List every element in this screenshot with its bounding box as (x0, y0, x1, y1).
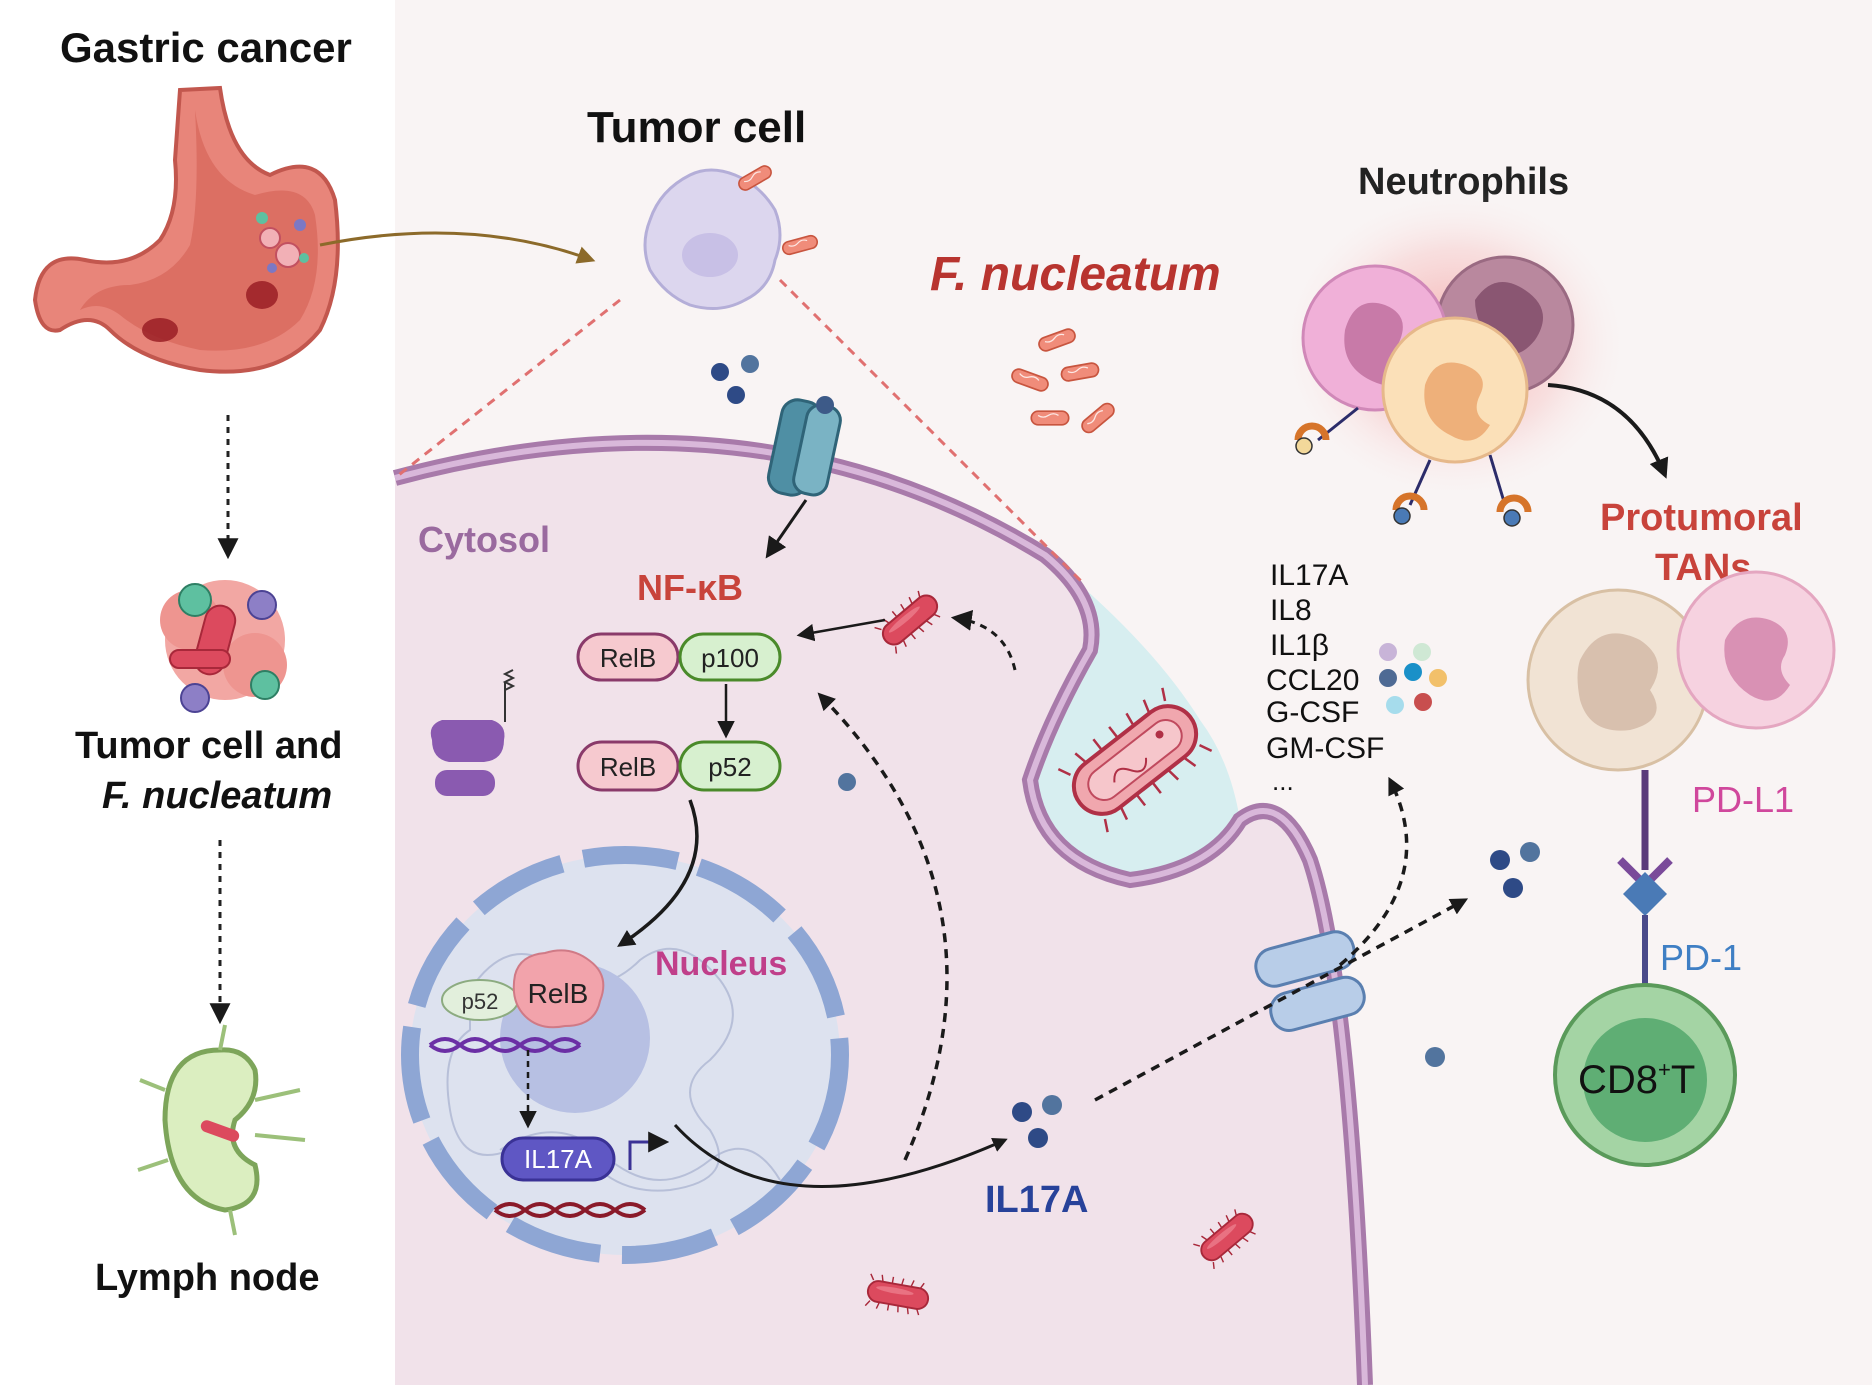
relb-nuclear-shape (512, 949, 605, 1029)
dna-helix-top (428, 1037, 582, 1053)
cytokine-item: GM-CSF (1266, 732, 1384, 765)
cd8-main: CD8 (1578, 1058, 1658, 1102)
fn-bacterium-vesicle (1057, 687, 1213, 833)
title-protumoral: Protumoral (1600, 497, 1803, 539)
cytokine-item: IL17A (1270, 559, 1348, 592)
label-nfkb: NF-κB (637, 567, 743, 608)
cytokine-dots (1379, 643, 1447, 714)
label-tumor-cell-and: Tumor cell and (75, 725, 342, 767)
il17a-dots-top (711, 355, 759, 404)
relb-bottom-label: RelB (600, 752, 656, 782)
protumoral-tans-group (1526, 570, 1836, 772)
ribosome-icon (430, 669, 516, 796)
il17a-gene-box (500, 1136, 616, 1182)
zoom-line-right (778, 278, 1087, 587)
p52-label: p52 (708, 752, 751, 782)
arrow-il17a-secretion (1094, 898, 1469, 1102)
il17a-dots-cytosol (1012, 1095, 1062, 1148)
title-f-nucleatum: F. nucleatum (930, 248, 1221, 301)
dna-helix-bottom (493, 1202, 647, 1218)
il17a-gene-label: IL17A (524, 1144, 593, 1174)
cytokine-list: IL17A IL8 IL1β CCL20 G-CSF GM-CSF ... (1266, 559, 1384, 796)
arrow-gene-to-il17a (673, 1123, 1008, 1188)
arrow-to-cytokines (1338, 776, 1409, 967)
arrow-receptor-to-nfkb (765, 499, 808, 559)
fn-bacterium-6 (1030, 410, 1070, 426)
label-il17a-secreted: IL17A (985, 1179, 1088, 1221)
relb-bottom-box (576, 740, 680, 792)
cd8-t-cell-nucleus (1583, 1018, 1707, 1142)
title-tumor-cell: Tumor cell (587, 103, 806, 152)
cytokine-item: CCL20 (1266, 664, 1359, 697)
transcription-arrow (628, 1131, 670, 1170)
arrow-neutrophils-to-tans (1547, 383, 1669, 479)
label-pd-1: PD-1 (1660, 937, 1742, 978)
p52-nuclear-label: p52 (462, 989, 499, 1014)
nucleus (401, 846, 849, 1264)
label-cytosol: Cytosol (418, 519, 550, 560)
relb-top-label: RelB (600, 643, 656, 673)
neutrophils-group (1294, 255, 1575, 527)
cytosol-dot (838, 773, 856, 791)
label-cd8: CD8+T (1578, 1057, 1695, 1102)
pd-1-receptor (1623, 872, 1667, 916)
label-f-nucleatum-small: F. nucleatum (102, 775, 332, 817)
cytokine-item: ... (1272, 766, 1294, 796)
cytokine-item: IL8 (1270, 594, 1312, 627)
membrane-receptor (766, 396, 842, 497)
lymph-node-illustration (137, 1024, 306, 1236)
cytokine-item: G-CSF (1266, 696, 1359, 729)
label-pd-l1: PD-L1 (1692, 779, 1794, 820)
arrow-stomach-to-tumor (319, 231, 596, 264)
title-gastric-cancer: Gastric cancer (60, 24, 352, 71)
arrow-vesicle-to-bacterium (950, 609, 1017, 671)
stomach-illustration (32, 85, 340, 374)
cell-membrane-inner (394, 439, 1368, 1386)
cd8-tail: T (1671, 1058, 1695, 1102)
p52-box (678, 740, 782, 792)
arrow-bacterium-to-p100 (796, 618, 886, 642)
cd8-sup: + (1658, 1057, 1671, 1082)
p100-box (678, 632, 782, 682)
arrow-p52-to-nucleus (617, 799, 699, 947)
tumor-fn-cluster (160, 580, 287, 713)
il17a-dots-outside (1425, 842, 1540, 1067)
cytokine-item: IL1β (1270, 629, 1329, 662)
relb-top-box (576, 632, 680, 682)
label-lymph-node: Lymph node (95, 1257, 319, 1299)
p100-label: p100 (701, 643, 759, 673)
relb-nuclear-label: RelB (528, 978, 589, 1009)
label-nucleus: Nucleus (655, 945, 787, 983)
